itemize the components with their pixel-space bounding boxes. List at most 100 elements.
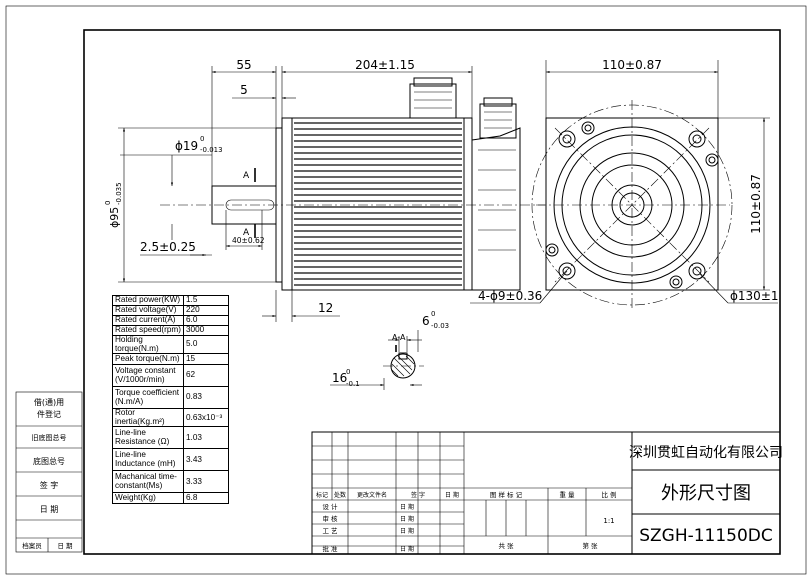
side-view: [160, 77, 545, 291]
spec-row: Voltage constant (V/1000r/min)62: [112, 364, 229, 388]
tb-hdr-date: 日 期: [445, 491, 459, 499]
spec-row: Line-line Inductance (mH)3.43: [112, 448, 229, 472]
spec-value: 3.43: [183, 448, 229, 472]
spec-value: 15: [183, 353, 229, 366]
dim-5: 5: [240, 83, 248, 97]
spec-label: Weight(Kg): [112, 492, 184, 505]
strip-date2: 日 期: [57, 542, 73, 550]
spec-label: Line-line Inductance (mH): [112, 448, 184, 472]
company-name: 深圳贯虹自动化有限公司: [629, 445, 783, 461]
front-dimensions: 110±0.87 110±0.87 4-ϕ9±0.36 ϕ130±1: [470, 58, 779, 304]
tb-hdr-sign: 签 字: [411, 491, 425, 499]
dim-phi95-upper: 0: [104, 201, 112, 205]
spec-row: Rated speed(rpm)3000: [112, 325, 229, 336]
mounting-hole: [558, 130, 576, 148]
spec-label: Torque coefficient (N.m/A): [112, 386, 184, 410]
spec-label: Rated power(KW): [112, 295, 184, 306]
spec-value: 6.8: [183, 492, 229, 505]
tb-date-1: 日 期: [400, 503, 414, 511]
mounting-hole: [558, 262, 576, 280]
spec-row: Line-line Resistance (Ω)1.03: [112, 426, 229, 450]
dim-55: 55: [236, 58, 251, 72]
dim-phi95: ϕ95: [108, 207, 121, 228]
dim-phi19-lower: -0.013: [200, 146, 223, 154]
spec-row: Rated power(KW)1.5: [112, 295, 229, 306]
dim-phi95-lower: -0.035: [115, 182, 123, 205]
dim-2-5: 2.5±0.25: [140, 240, 196, 254]
strip-register: 件登记: [37, 409, 61, 419]
dim-phi19-upper: 0: [200, 135, 204, 143]
spec-label: Peak torque(N.m): [112, 353, 184, 366]
strip-date: 日 期: [40, 505, 59, 514]
model-number: SZGH-11150DC: [639, 526, 773, 546]
spec-row: Rated voltage(V)220: [112, 305, 229, 316]
tb-process: 工 艺: [322, 527, 338, 535]
mounting-hole: [688, 130, 706, 148]
spec-row: Peak torque(N.m)15: [112, 353, 229, 366]
tb-total-sheets: 共 张: [498, 541, 514, 550]
spec-row: Holding torque(N.m)5.0: [112, 334, 229, 355]
dim-16-lower: -0.1: [346, 380, 360, 388]
drawing-title: 外形尺寸图: [661, 483, 751, 504]
section-a-bottom: A: [243, 228, 250, 238]
section-a-top: A: [243, 171, 250, 181]
spec-label: Rated voltage(V): [112, 305, 184, 316]
spec-value: 6.0: [183, 315, 229, 326]
tb-sheet-no: 第 张: [582, 541, 598, 550]
spec-value: 3.33: [183, 470, 229, 494]
tb-sample-mark: 图 样 标 记: [490, 490, 523, 499]
dim-6-lower: -0.03: [431, 322, 449, 330]
tb-hdr-mark: 标记: [316, 491, 328, 499]
section-aa: A-A 6 0 -0.03 16 0 -0.1: [330, 310, 449, 390]
tb-date-2: 日 期: [400, 515, 414, 523]
mounting-hole: [688, 262, 706, 280]
spec-label: Rotor inertia(Kg.m²): [112, 408, 184, 428]
strip-base-no: 底图总号: [33, 456, 65, 466]
spec-label: Rated current(A): [112, 315, 184, 326]
side-dimensions: 55 5 204±1.15 ϕ19 0 -0.013 ϕ95 0 -0.035 …: [104, 58, 473, 322]
dim-phi19: ϕ19: [175, 139, 198, 153]
dim-phi130: ϕ130±1: [730, 289, 779, 303]
spec-label: Holding torque(N.m): [112, 334, 184, 355]
spec-value: 3000: [183, 325, 229, 336]
spec-row: Rated current(A)6.0: [112, 315, 229, 326]
tb-weight: 重 量: [559, 491, 575, 499]
dim-110-width: 110±0.87: [602, 58, 662, 72]
left-stamp-strip: 借(通)用 件登记 旧底图总号 底图总号 签 字 日 期 档案员 日 期: [15, 391, 83, 553]
spec-row: Machanical time-constant(Ms)3.33: [112, 470, 229, 494]
spec-value: 1.5: [183, 295, 229, 306]
dim-40: 40±0.62: [232, 236, 265, 245]
tb-date-4: 日 期: [400, 545, 414, 553]
strip-sign: 签 字: [40, 480, 59, 490]
spec-value: 220: [183, 305, 229, 316]
tb-scale-value: 1:1: [603, 517, 614, 525]
spec-row: Torque coefficient (N.m/A)0.83: [112, 386, 229, 410]
spec-label: Rated speed(rpm): [112, 325, 184, 336]
dim-6: 6: [422, 314, 430, 328]
strip-archivist: 档案员: [22, 541, 42, 550]
dim-204: 204±1.15: [355, 58, 415, 72]
spec-label: Line-line Resistance (Ω): [112, 426, 184, 450]
spec-label: Machanical time-constant(Ms): [112, 470, 184, 494]
spec-value: 5.0: [183, 334, 229, 355]
dim-4-holes: 4-ϕ9±0.36: [478, 289, 542, 303]
tb-hdr-count: 处数: [334, 491, 346, 499]
spec-value: 1.03: [183, 426, 229, 450]
spec-row: Rotor inertia(Kg.m²)0.63x10⁻³: [112, 408, 229, 428]
spec-row: Weight(Kg)6.8: [112, 492, 229, 505]
sheet-outer-border: [5, 5, 807, 575]
front-view: [531, 100, 733, 310]
tb-hdr-file: 更改文件名: [357, 491, 387, 499]
tb-review: 审 核: [322, 514, 338, 523]
strip-borrow: 借(通)用: [34, 397, 64, 407]
dim-16-upper: 0: [346, 368, 350, 376]
strip-old-no: 旧底图总号: [32, 433, 67, 442]
tb-date-3: 日 期: [400, 527, 414, 535]
tb-design: 设 计: [322, 502, 338, 511]
tb-scale: 比 例: [601, 490, 616, 499]
spec-value: 0.83: [183, 386, 229, 410]
spec-value: 62: [183, 364, 229, 388]
dim-16: 16: [332, 371, 347, 385]
